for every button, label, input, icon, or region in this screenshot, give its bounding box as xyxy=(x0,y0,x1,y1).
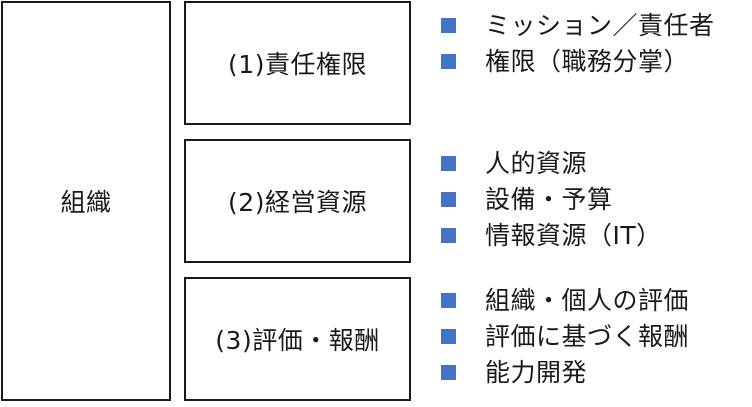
bullet-item: ミッション／責任者 xyxy=(441,8,715,44)
bullet-square-icon xyxy=(441,365,456,380)
bullet-item: 評価に基づく報酬 xyxy=(441,319,689,355)
bullet-text: 情報資源（IT） xyxy=(485,221,662,250)
bullet-text: 人的資源 xyxy=(485,149,588,178)
bullet-item: 組織・個人の評価 xyxy=(441,283,689,319)
bullet-list-responsibility: ミッション／責任者 権限（職務分掌） xyxy=(441,8,715,80)
category-box-evaluation: (3)評価・報酬 xyxy=(184,277,411,401)
bullet-text: ミッション／責任者 xyxy=(485,11,715,40)
bullet-square-icon xyxy=(441,18,456,33)
category-box-resources: (2)経営資源 xyxy=(184,139,411,263)
bullet-square-icon xyxy=(441,156,456,171)
category-label: (3)評価・報酬 xyxy=(215,326,380,355)
bullet-square-icon xyxy=(441,192,456,207)
organization-label: 組織 xyxy=(60,188,112,217)
category-box-responsibility: (1)責任権限 xyxy=(184,1,411,125)
bullet-square-icon xyxy=(441,228,456,243)
bullet-item: 能力開発 xyxy=(441,355,689,391)
bullet-item: 情報資源（IT） xyxy=(441,218,662,254)
bullet-list-evaluation: 組織・個人の評価 評価に基づく報酬 能力開発 xyxy=(441,283,689,391)
bullet-square-icon xyxy=(441,293,456,308)
bullet-square-icon xyxy=(441,329,456,344)
bullet-text: 組織・個人の評価 xyxy=(485,286,690,315)
category-label: (1)責任権限 xyxy=(228,50,367,79)
bullet-item: 人的資源 xyxy=(441,146,662,182)
bullet-item: 設備・予算 xyxy=(441,182,662,218)
bullet-text: 権限（職務分掌） xyxy=(485,47,690,76)
category-label: (2)経営資源 xyxy=(228,188,367,217)
bullet-text: 評価に基づく報酬 xyxy=(485,322,690,351)
bullet-text: 設備・予算 xyxy=(485,185,613,214)
bullet-square-icon xyxy=(441,54,456,69)
bullet-list-resources: 人的資源 設備・予算 情報資源（IT） xyxy=(441,146,662,254)
organization-box: 組織 xyxy=(1,1,171,401)
bullet-text: 能力開発 xyxy=(485,358,588,387)
bullet-item: 権限（職務分掌） xyxy=(441,44,715,80)
